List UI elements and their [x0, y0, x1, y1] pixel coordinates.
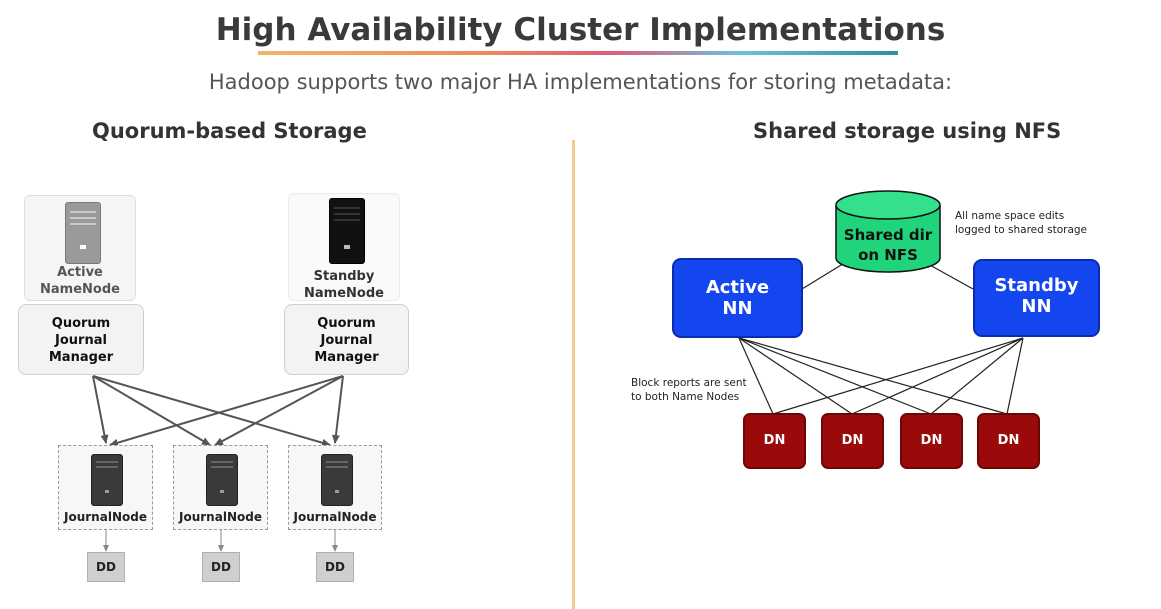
dd-box-1: DD	[87, 552, 125, 582]
section-divider	[572, 140, 575, 609]
server-icon	[65, 202, 101, 264]
dd-box-2: DD	[202, 552, 240, 582]
journal-node-label: JournalNode	[64, 510, 147, 524]
journal-node-2: JournalNode	[173, 445, 268, 530]
server-icon	[321, 454, 353, 506]
page-subtitle: Hadoop supports two major HA implementat…	[208, 70, 953, 94]
quorum-section-title: Quorum-based Storage	[92, 119, 367, 143]
server-icon	[206, 454, 238, 506]
journal-node-3: JournalNode	[288, 445, 382, 530]
journal-node-label: JournalNode	[293, 510, 377, 524]
dn-box-4: DN	[977, 413, 1040, 469]
dn-box-2: DN	[821, 413, 884, 469]
journal-node-label: JournalNode	[179, 510, 262, 524]
journal-to-dd-arrows	[103, 530, 338, 552]
dd-box-3: DD	[316, 552, 354, 582]
nn-to-dn-lines	[738, 337, 1024, 415]
journal-node-1: JournalNode	[58, 445, 153, 530]
page-title: High Availability Cluster Implementation…	[215, 12, 946, 48]
dn-box-1: DN	[743, 413, 806, 469]
qjm-to-journal-arrows	[92, 375, 344, 447]
server-icon	[329, 198, 365, 264]
dn-box-3: DN	[900, 413, 963, 469]
nfs-section-title: Shared storage using NFS	[753, 119, 1062, 143]
title-underline	[258, 51, 898, 55]
nn-to-nfs-lines	[801, 261, 974, 290]
nfs-cylinder	[835, 190, 941, 273]
server-icon	[91, 454, 123, 506]
